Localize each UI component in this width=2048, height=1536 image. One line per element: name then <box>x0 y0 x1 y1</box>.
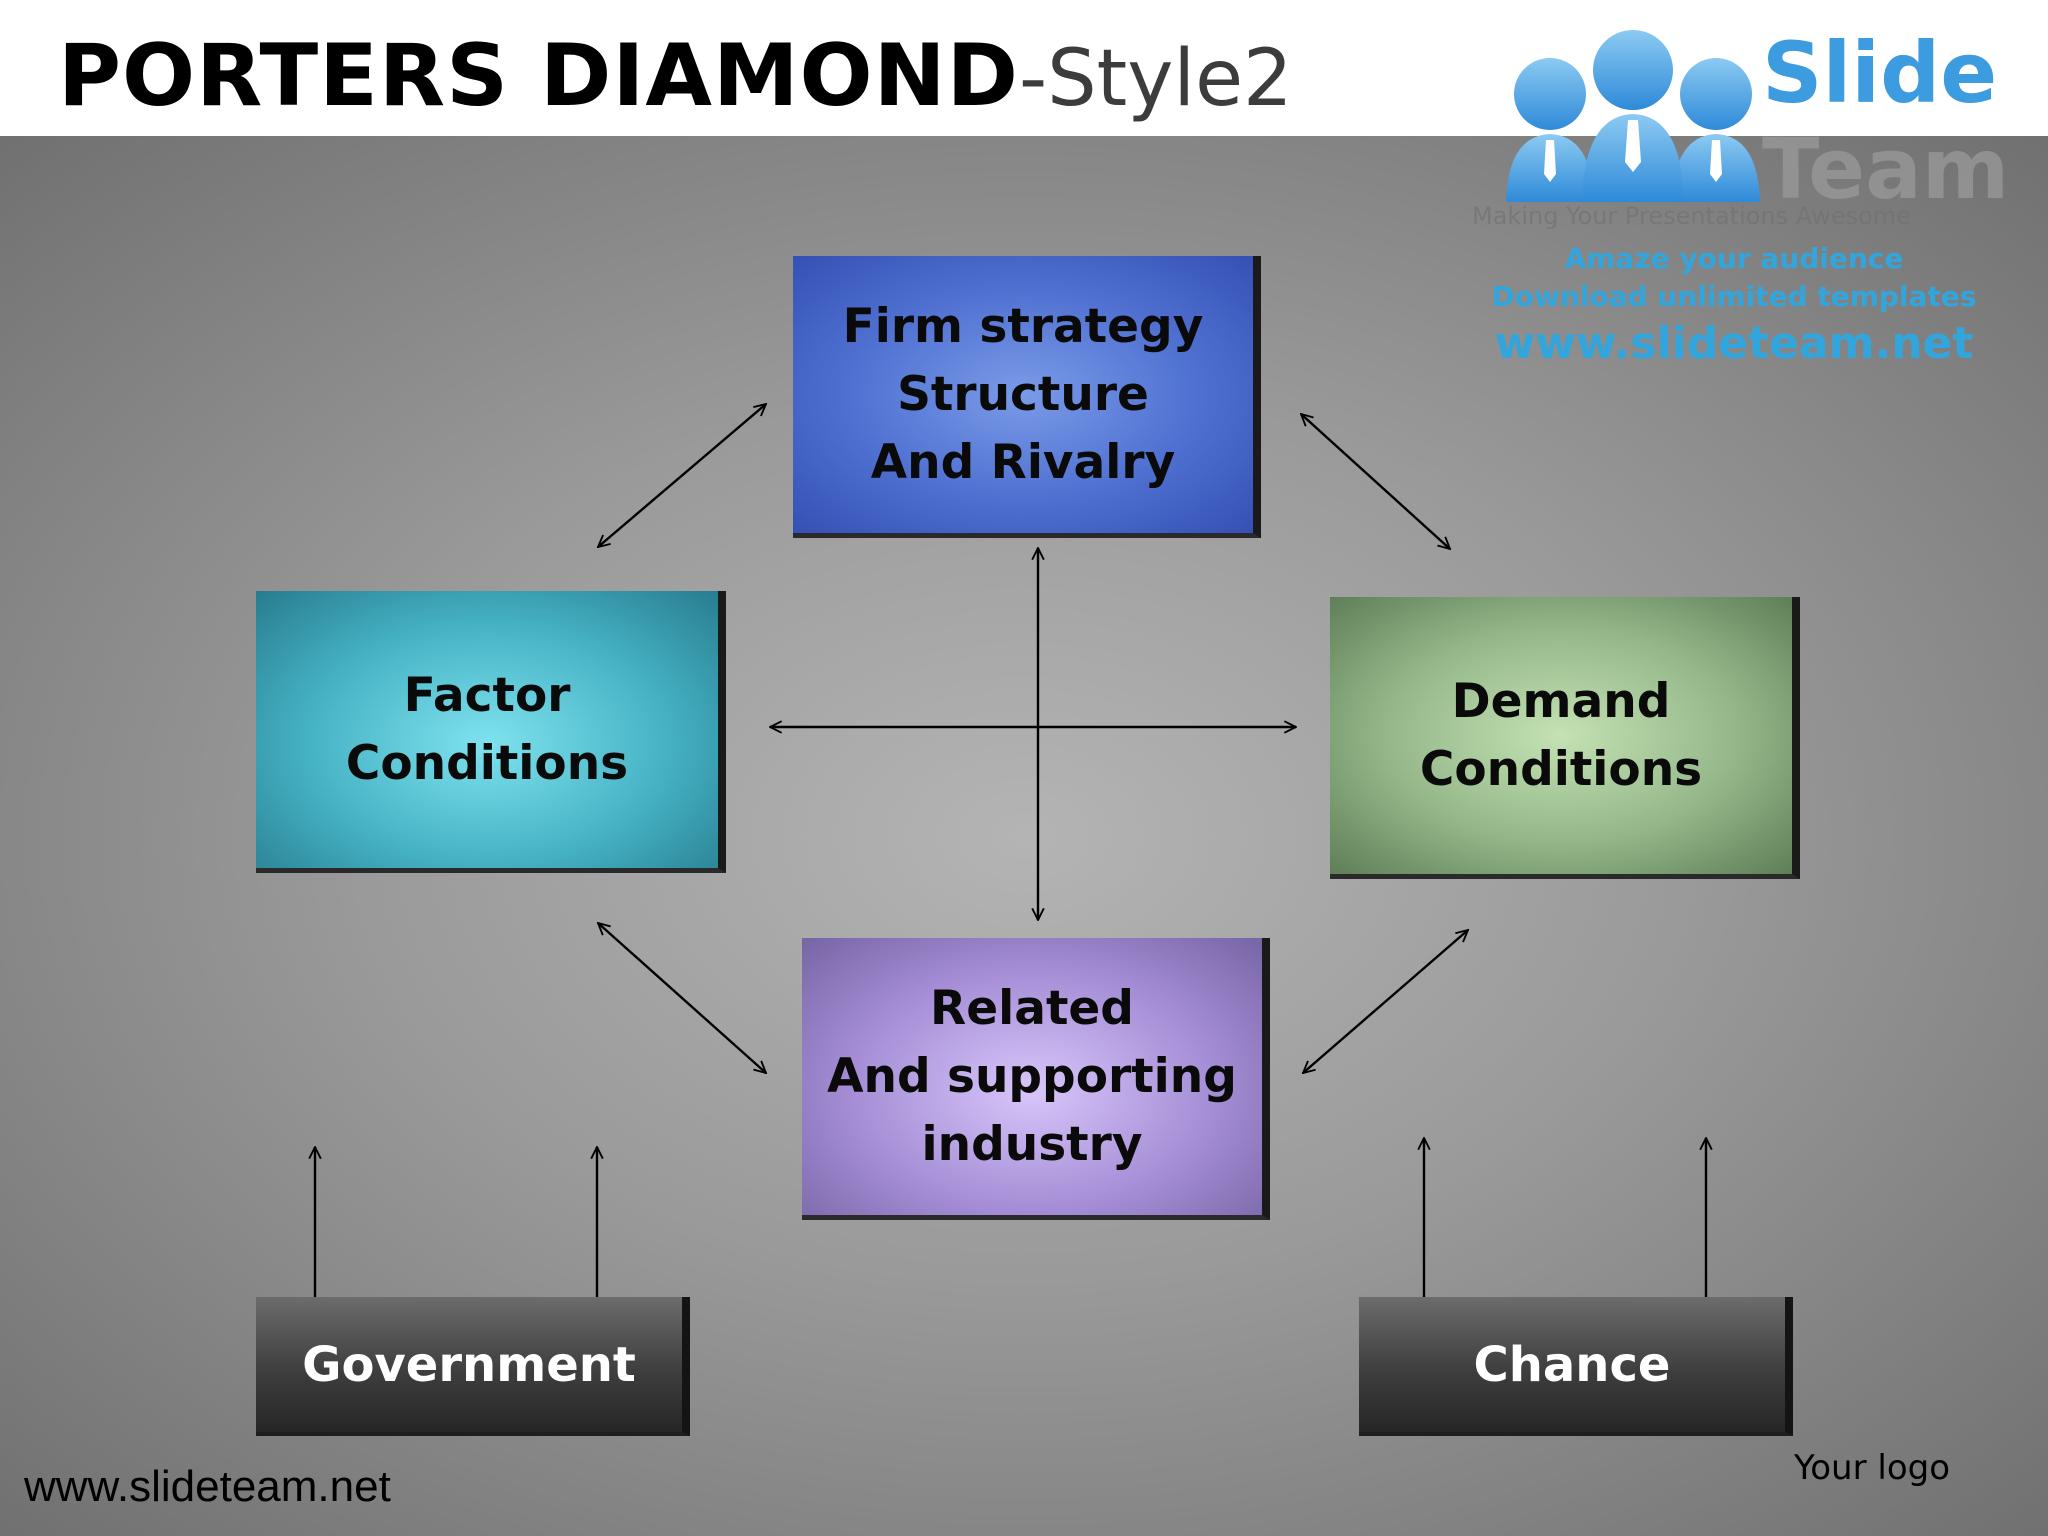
demand-conditions-box: Demand Conditions <box>1330 597 1800 879</box>
demand-conditions-label: Demand Conditions <box>1419 673 1703 797</box>
government-label: Government <box>302 1336 636 1393</box>
related-industry-label: Related And supporting industry <box>827 980 1237 1172</box>
promo-line-2: Download unlimited templates <box>1491 280 1977 313</box>
slideteam-logo: Slide Team Making Your Presentations Awe… <box>1472 10 2010 240</box>
logo-word-slide: Slide <box>1762 24 1998 122</box>
title-main: PORTERS DIAMOND <box>58 26 1019 126</box>
chance-label: Chance <box>1473 1336 1671 1393</box>
government-box: Government <box>256 1297 690 1436</box>
slide-title: PORTERS DIAMOND-Style2 <box>58 26 1293 129</box>
chance-box: Chance <box>1359 1297 1793 1436</box>
your-logo-placeholder: Your logo <box>1794 1448 1951 1488</box>
firm-strategy-box: Firm strategy Structure And Rivalry <box>793 256 1261 538</box>
firm-strategy-label: Firm strategy Structure And Rivalry <box>842 298 1204 490</box>
logo-word-team: Team <box>1762 120 2010 218</box>
factor-conditions-box: Factor Conditions <box>256 591 726 873</box>
promo-url[interactable]: www.slideteam.net <box>1494 318 1974 369</box>
people-icon <box>1506 30 1760 202</box>
arrow-factor-related <box>598 923 766 1073</box>
arrow-related-demand <box>1303 930 1468 1073</box>
promo-line-1: Amaze your audience <box>1564 242 1904 275</box>
arrow-firm-demand <box>1301 414 1450 549</box>
title-style: -Style2 <box>1019 34 1293 124</box>
footer-url[interactable]: www.slideteam.net <box>24 1462 391 1511</box>
logo-tagline: Making Your Presentations Awesome <box>1472 202 1911 230</box>
factor-conditions-label: Factor Conditions <box>345 667 629 791</box>
arrow-factor-firm <box>598 404 766 547</box>
related-industry-box: Related And supporting industry <box>802 938 1270 1220</box>
